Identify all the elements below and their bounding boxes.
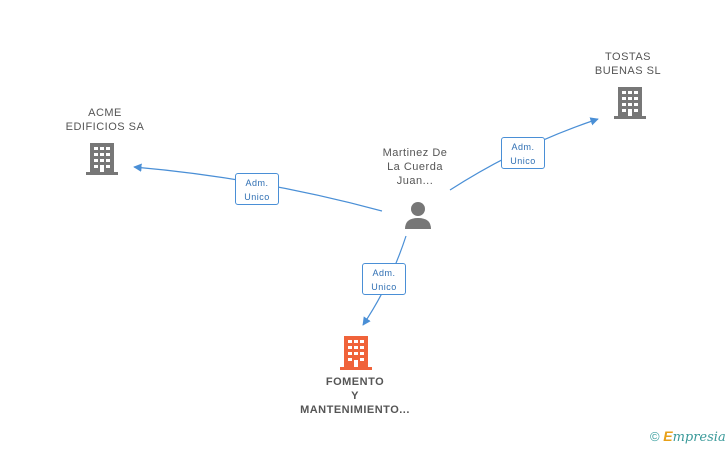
person-icon[interactable] [403,200,433,230]
node-label-line: EDIFICIOS SA [65,121,145,133]
edge-label-to-tostas[interactable]: Adm. Unico [501,137,545,169]
copyright-icon: © [650,429,660,444]
node-label-fomento: FOMENTO Y MANTENIMIENTO... [280,375,430,417]
node-label-tostas: TOSTAS BUENAS SL [568,50,688,78]
edge-label-line: Adm. [511,142,535,152]
node-label-line: Y [351,390,359,402]
edge-label-line: Unico [244,192,270,202]
edge-label-to-fomento[interactable]: Adm. Unico [362,263,406,295]
building-icon[interactable] [86,141,118,175]
node-label-acme: ACME EDIFICIOS SA [45,106,165,134]
edge-label-line: Unico [510,156,536,166]
node-label-line: La Cuerda [387,161,443,173]
brand-name: mpresia [672,430,726,445]
node-label-line: Martinez De [382,147,448,159]
building-icon[interactable] [340,334,372,370]
brand-watermark: © Empresia [650,428,726,445]
edge-label-line: Adm. [372,268,396,278]
node-label-line: FOMENTO [325,376,385,388]
building-icon[interactable] [614,85,646,119]
node-label-line: MANTENIMIENTO... [300,404,410,416]
edge-label-line: Unico [371,282,397,292]
brand-initial: E [663,428,673,444]
node-label-line: Juan... [396,175,434,187]
edge-label-line: Adm. [245,178,269,188]
node-label-line: BUENAS SL [594,65,662,77]
node-label-line: TOSTAS [605,51,651,63]
node-label-line: ACME [88,107,122,119]
node-label-person: Martinez De La Cuerda Juan... [355,146,475,188]
edge-label-to-acme[interactable]: Adm. Unico [235,173,279,205]
